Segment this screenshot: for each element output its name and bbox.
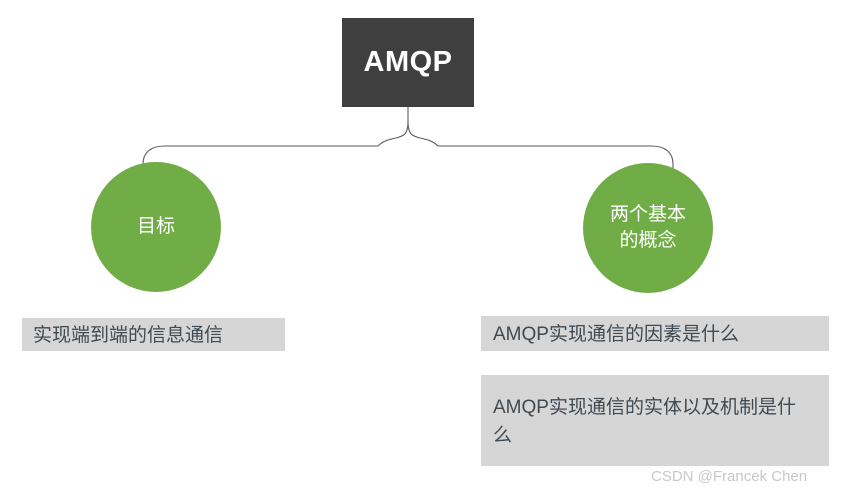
branch-circle-concepts-line-2: 的概念 [619, 230, 677, 251]
caption-concept-factors: AMQP实现通信的因素是什么 [481, 316, 829, 351]
branch-circle-concepts-label: 两个基本 的概念 [600, 202, 696, 253]
branch-circle-concepts: 两个基本 的概念 [583, 163, 713, 293]
branch-circle-concepts-line-1: 两个基本 [609, 204, 686, 226]
caption-goal-communication: 实现端到端的信息通信 [22, 318, 285, 351]
watermark-text: CSDN @Francek Chen [651, 468, 808, 485]
caption-concept-entities: AMQP实现通信的实体以及机制是什么 [481, 375, 829, 466]
root-node-label: AMQP [363, 46, 453, 78]
branch-circle-goal-label: 目标 [136, 216, 175, 238]
branch-circle-goal: 目标 [91, 162, 221, 292]
root-node-amqp: AMQP [342, 18, 474, 107]
